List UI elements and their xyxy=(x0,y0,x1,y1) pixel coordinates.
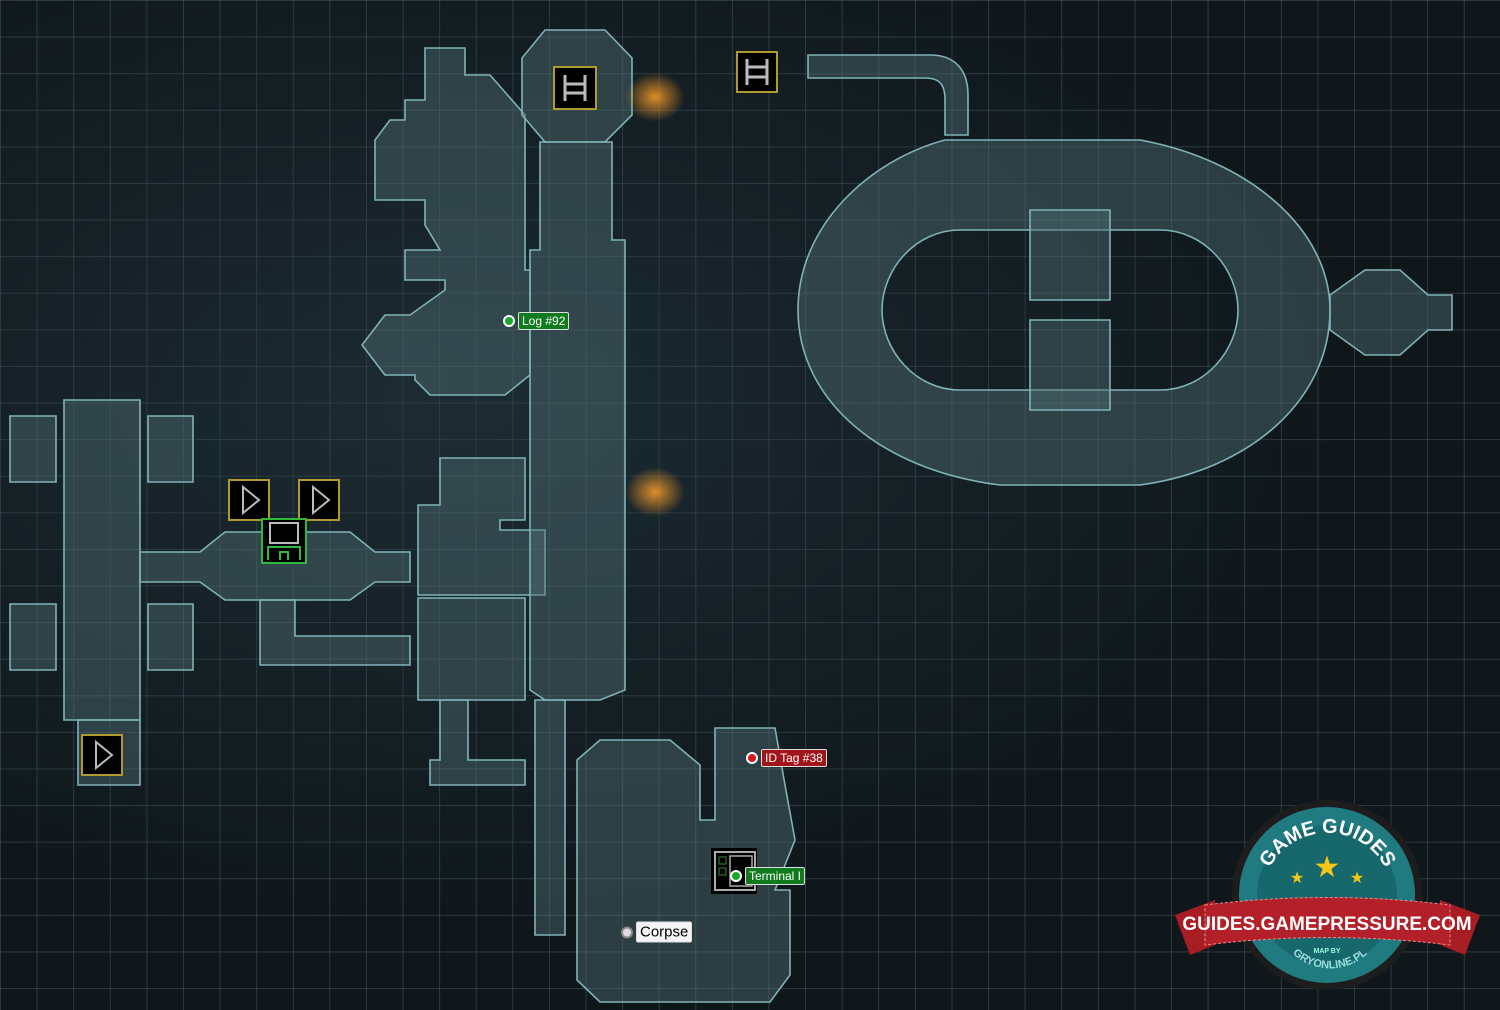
green-dot-icon xyxy=(503,315,515,327)
ladder-icon[interactable] xyxy=(553,66,597,110)
room-pipe xyxy=(807,54,969,136)
ladder-icon[interactable] xyxy=(736,51,778,93)
red-dot-icon xyxy=(746,752,758,764)
room-lower-connector xyxy=(259,599,411,666)
room-upper-left xyxy=(360,47,531,396)
room-lower-corridor xyxy=(534,699,566,936)
door-arrow-icon[interactable] xyxy=(228,479,270,521)
room-left-side xyxy=(9,603,57,671)
room-left-corridor xyxy=(63,399,141,721)
marker-corpse[interactable]: Corpse xyxy=(621,921,693,943)
marker-id-tag-38[interactable]: ID Tag #38 xyxy=(746,749,827,767)
room-ring xyxy=(797,139,1331,486)
room-right-pod xyxy=(1329,269,1453,356)
gamepressure-logo: GAME GUIDES ★ ★ ★ GUIDES.GAMEPRESSURE.CO… xyxy=(1175,800,1480,990)
room-left-side xyxy=(147,415,194,483)
room-middle-block xyxy=(417,457,546,701)
white-dot-icon xyxy=(621,926,633,938)
svg-text:GUIDES.GAMEPRESSURE.COM: GUIDES.GAMEPRESSURE.COM xyxy=(1182,914,1471,935)
room-ring-center xyxy=(1029,209,1111,411)
svg-text:★: ★ xyxy=(1350,870,1364,887)
marker-log-92[interactable]: Log #92 xyxy=(503,312,570,330)
light-glow xyxy=(625,467,685,517)
room-small-lower xyxy=(429,699,526,786)
green-dot-icon xyxy=(730,870,742,882)
door-arrow-icon[interactable] xyxy=(81,734,123,776)
save-station-icon[interactable] xyxy=(261,518,307,564)
marker-terminal-i[interactable]: Terminal I xyxy=(730,867,806,885)
light-glow xyxy=(625,72,685,122)
room-long-corridor xyxy=(529,141,626,701)
svg-text:★: ★ xyxy=(1314,851,1341,884)
svg-text:★: ★ xyxy=(1290,870,1304,887)
door-arrow-icon[interactable] xyxy=(298,479,340,521)
room-bottom-big xyxy=(576,727,796,1003)
room-hall xyxy=(139,531,411,601)
room-left-side xyxy=(9,415,57,483)
room-left-side xyxy=(147,603,194,671)
svg-text:MAP BY: MAP BY xyxy=(1313,948,1340,955)
